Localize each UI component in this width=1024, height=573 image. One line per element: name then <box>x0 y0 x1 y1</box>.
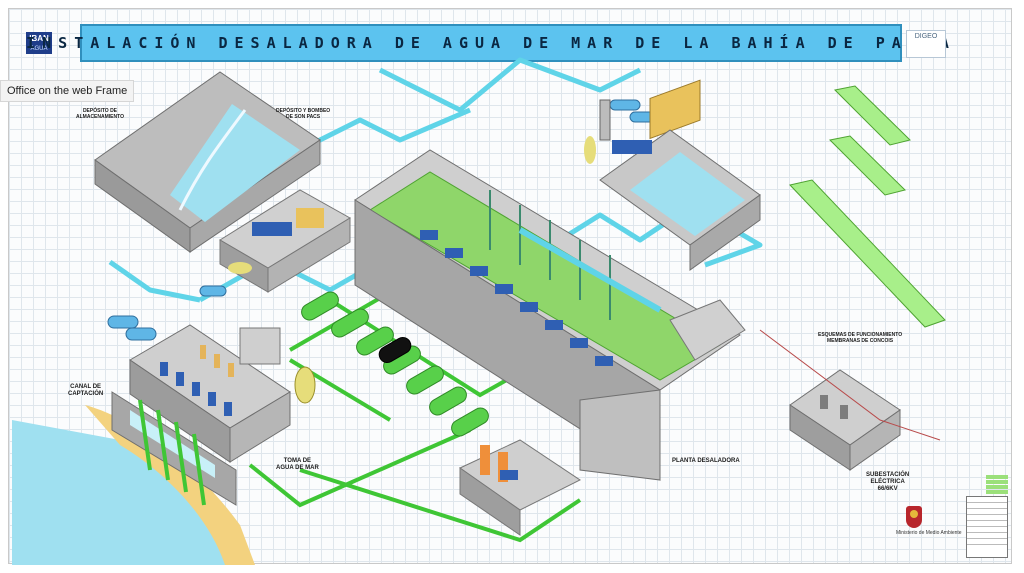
company-logo: IBAN AGUA <box>26 32 52 54</box>
coat-of-arms-icon <box>906 506 922 528</box>
membrane-schematics <box>789 85 946 328</box>
company-logo-subtext: AGUA <box>30 46 48 52</box>
legend <box>986 474 1008 496</box>
ministry-caption: Ministerio de Medio Ambiente <box>896 530 962 536</box>
partner-logo: DIGEO <box>906 30 946 58</box>
title-banner: INSTALACIÓN DESALADORA DE AGUA DE MAR DE… <box>26 24 949 62</box>
title-block <box>966 496 1008 558</box>
chemicals-building <box>459 439 581 536</box>
frame-tooltip: Office on the web Frame <box>0 80 135 102</box>
treated-water-deposit <box>584 99 761 271</box>
small-tank <box>239 327 316 404</box>
pumping-station-son-pacs <box>219 189 351 293</box>
label-plant: PLANTA DESALADORA <box>672 458 740 464</box>
partner-logo-text: DIGEO <box>914 33 938 40</box>
company-logo-text: IBAN <box>29 34 49 43</box>
electrical-substation <box>759 329 941 471</box>
desalination-plant <box>354 79 746 481</box>
filter-vessels <box>301 291 489 437</box>
intake-building <box>129 324 291 463</box>
cyan-tanks <box>107 99 657 341</box>
page-title: INSTALACIÓN DESALADORA DE AGUA DE MAR DE… <box>26 34 956 52</box>
storage-deposit <box>94 71 321 253</box>
